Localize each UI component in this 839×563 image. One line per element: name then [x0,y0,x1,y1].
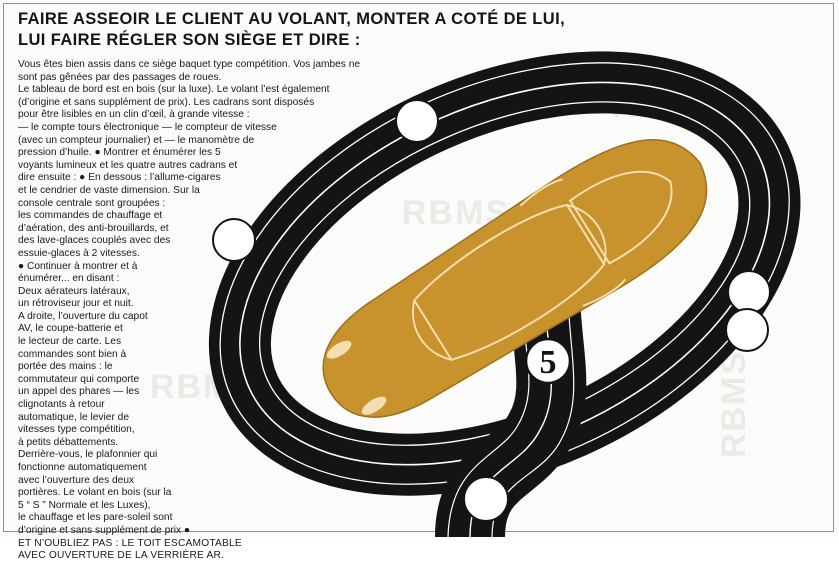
body-line: pour être lisibles en un clin d’œil, à g… [18,109,250,121]
track-marker [727,270,771,314]
body-line: des lave-glaces couplés avec des [18,235,171,247]
closing-caps-line-1: ET N’OUBLIEZ PAS : LE TOIT ESCAMOTABLE [18,537,242,549]
body-line: automatique, le levier de [18,411,129,423]
body-line: un rétroviseur jour et nuit. [18,298,134,310]
body-line: d’origine et sans supplément de prix ● [18,524,191,536]
body-line: portée des mains : le [18,361,113,373]
page-title: FAIRE ASSEOIR LE CLIENT AU VOLANT, MONTE… [18,9,566,51]
body-line: énumérer... en disant : [18,273,120,285]
body-line: — le compte tours électronique — le comp… [18,121,277,133]
body-line: sont pas gênées par des passages de roue… [18,71,222,83]
race-number-badge: 5 [524,337,572,385]
body-line: commutateur qui comporte [18,373,140,385]
body-line: et le cendrier de vaste dimension. Sur l… [18,184,200,196]
body-line: Vous êtes bien assis dans ce siège baque… [18,59,361,70]
track-marker [212,218,256,262]
brochure-page: RBMS RBMS RBMS RBMS [3,3,834,562]
watermark-4: RBMS [715,350,753,458]
track-marker [463,476,509,522]
body-line: ● Continuer à montrer et à [18,260,138,272]
track-marker [725,308,769,352]
body-line: portières. Le volant en bois (sur la [18,487,172,499]
body-line: clignotants à retour [18,399,105,411]
body-line: Le tableau de bord est en bois (sur la l… [18,84,330,96]
body-line: le chauffage et les pare-soleil sont [18,512,173,524]
body-line: (avec un compteur journalier) et — le ma… [18,134,255,146]
body-line: dire ensuite : ● En dessous : l’allume-c… [18,172,221,184]
closing-caps-line-2: AVEC OUVERTURE DE LA VERRIÈRE AR. [18,550,225,562]
body-line: fonctionne automatiquement [18,462,147,473]
body-line: voyants lumineux et les quatre autres ca… [18,159,238,171]
body-line: un appel des phares — les [18,386,140,398]
body-line: 5 “ S ” Normale et les Luxes), [18,499,151,511]
title-line-2: LUI FAIRE RÉGLER SON SIÈGE ET DIRE : [18,31,361,49]
body-line: AV, le coupe-batterie et [18,323,123,335]
body-line: d’aération, des anti-brouillards, et [18,222,169,234]
body-line: A droite, l’ouverture du capot [18,310,148,322]
body-line: Derrière-vous, le plafonnier qui [18,449,158,461]
body-line: console centrale sont groupées : [18,197,166,209]
body-line: avec l’ouverture des deux [18,474,135,486]
page-border [3,3,834,532]
race-track-illustration: RBMS RBMS RBMS RBMS [150,51,801,537]
body-line: à petits débattements. [18,436,119,448]
body-line: commandes sont bien à [18,348,127,360]
body-line: (d’origine et sans supplément de prix). … [18,96,315,108]
body-line: pression d’huile. ● Montrer et énumérer … [18,147,221,159]
body-line: essuie-glaces à 2 vitesses. [18,247,140,259]
sales-script-text: Vous êtes bien assis dans ce siège baque… [18,59,360,563]
body-line: les commandes de chauffage et [18,210,163,222]
title-line-1: FAIRE ASSEOIR LE CLIENT AU VOLANT, MONTE… [18,10,566,28]
body-line: Deux aérateurs latéraux, [18,285,130,297]
track-marker [395,99,439,143]
body-line: le lecteur de carte. Les [18,336,122,348]
body-line: vitesses type compétition, [18,424,135,436]
race-number: 5 [540,344,557,381]
car-silhouette [322,139,708,418]
